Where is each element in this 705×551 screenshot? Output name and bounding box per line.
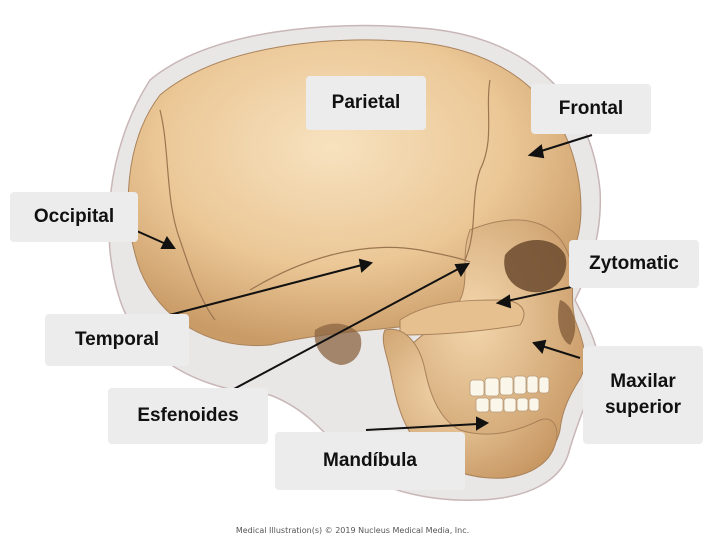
- label-frontal: Frontal: [531, 84, 651, 134]
- label-maxilar-superior: Maxilar superior: [583, 346, 703, 444]
- label-occipital: Occipital: [10, 192, 138, 242]
- label-temporal: Temporal: [45, 314, 189, 366]
- label-zytomatic: Zytomatic: [569, 240, 699, 288]
- label-esfenoides: Esfenoides: [108, 388, 268, 444]
- label-mandibula: Mandíbula: [275, 432, 465, 490]
- label-parietal: Parietal: [306, 76, 426, 130]
- copyright-credit: Medical Illustration(s) © 2019 Nucleus M…: [0, 526, 705, 535]
